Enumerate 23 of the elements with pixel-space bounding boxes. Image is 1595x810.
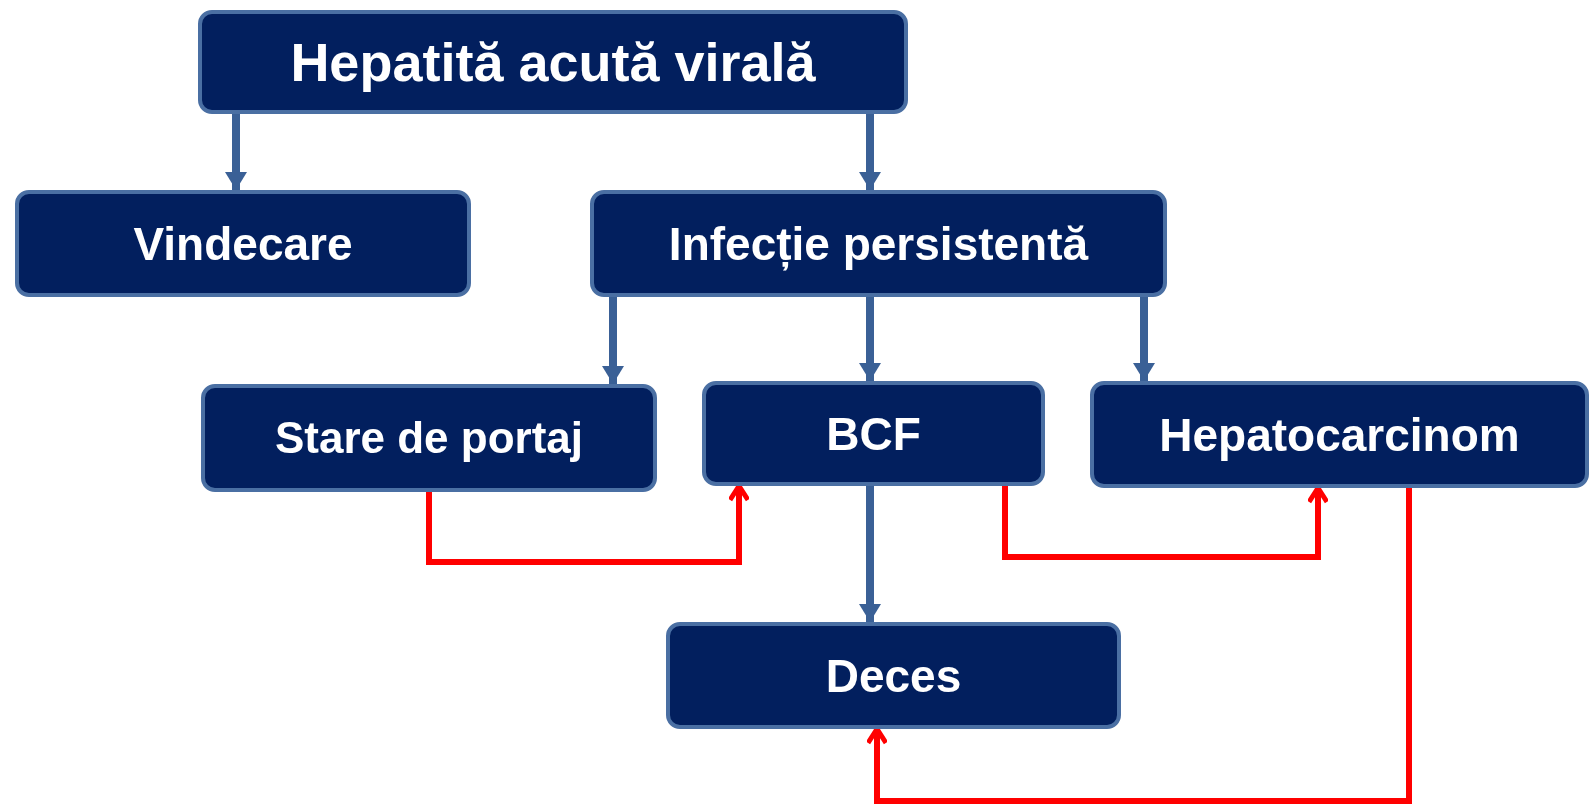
arrow xyxy=(426,483,751,565)
arrow xyxy=(225,114,247,190)
box-label: BCF xyxy=(826,406,921,461)
arrow xyxy=(859,114,881,190)
arrow xyxy=(1133,297,1155,381)
box-label: Hepatită acută virală xyxy=(290,31,816,93)
process-box xyxy=(702,381,1045,486)
process-box xyxy=(198,10,908,114)
process-box xyxy=(15,190,471,297)
process-box xyxy=(666,622,1121,729)
box-label: Deces xyxy=(825,648,962,703)
process-box xyxy=(590,190,1167,297)
box-label: Stare de portaj xyxy=(274,413,584,463)
process-box xyxy=(201,384,657,492)
arrow xyxy=(859,297,881,381)
process-box xyxy=(1090,381,1589,488)
box-label: Infecție persistentă xyxy=(668,216,1089,271)
box-label: Vindecare xyxy=(133,216,353,271)
box-label: Hepatocarcinom xyxy=(1159,407,1520,462)
arrow xyxy=(865,488,1412,804)
arrow xyxy=(602,297,624,384)
arrow xyxy=(1002,485,1330,560)
arrow xyxy=(859,486,881,622)
